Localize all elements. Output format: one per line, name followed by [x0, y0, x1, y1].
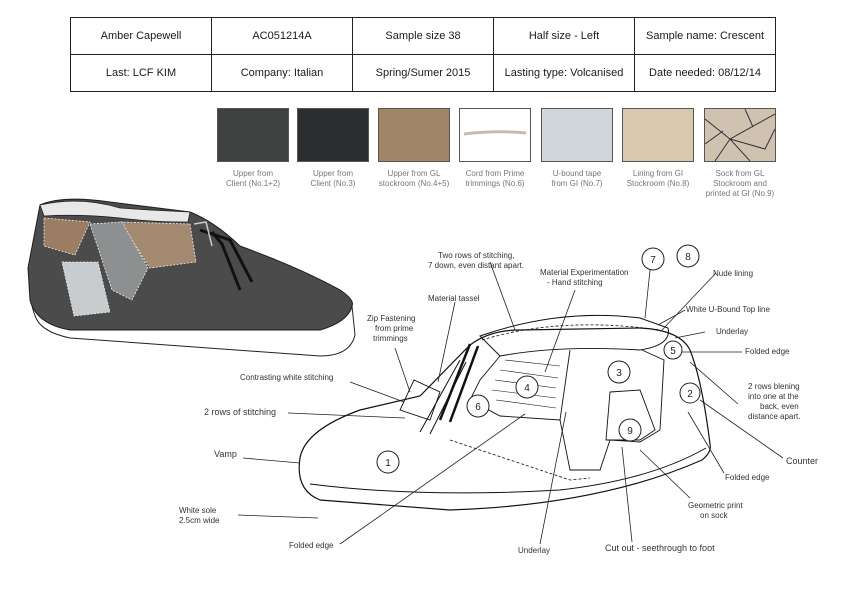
half-size-cell: Half size - Left: [493, 17, 635, 55]
label-geometric-print: on sock: [700, 511, 729, 520]
label-material-experimentation: - Hand stitching: [547, 278, 603, 287]
caption-line: Client (No.1+2): [225, 179, 281, 188]
sample-name-cell: Sample name: Crescent: [634, 17, 776, 55]
caption-line: from GI (No.7): [551, 179, 603, 188]
label-underlay-top: Underlay: [716, 327, 748, 336]
label-sole: White sole: [179, 506, 217, 515]
cord-icon: [463, 130, 527, 136]
label-two-rows-side: 2 rows of stitching: [204, 407, 276, 417]
label-folded-edge-bottom: Folded edge: [289, 541, 334, 550]
part-number: 5: [670, 346, 676, 357]
part-number: 1: [385, 458, 391, 469]
caption-line: Lining from GI: [632, 169, 684, 178]
label-back-rows: back, even: [760, 402, 799, 411]
swatch-caption: Upper from GL stockroom (No.4+5): [369, 169, 459, 189]
part-number: 3: [616, 368, 622, 379]
reference-code-cell: AC051214A: [211, 17, 353, 55]
spec-row: Amber Capewell AC051214A Sample size 38 …: [70, 17, 776, 55]
label-cutout: Cut out - seethrough to foot: [605, 543, 715, 553]
caption-line: Sock from GL: [715, 169, 765, 178]
caption-line: printed at GI (No.9): [705, 189, 775, 198]
geometric-sock-swatch: [704, 108, 776, 162]
lasting-type-cell: Lasting type: Volcanised: [493, 54, 635, 92]
caption-line: Client (No.3): [310, 179, 356, 188]
black-leather-swatch: [297, 108, 369, 162]
label-geometric-print: Geometric print: [688, 501, 743, 510]
caption-line: stockroom (No.4+5): [378, 179, 450, 188]
geometric-print-icon: [704, 108, 776, 162]
label-back-rows: distance apart.: [748, 412, 800, 421]
caption-line: Upper from: [312, 169, 353, 178]
label-two-rows-top: 7 down, even distant apart.: [428, 261, 524, 270]
label-counter: Counter: [786, 456, 818, 466]
label-sole: 2.5cm wide: [179, 516, 220, 525]
swatch-caption: Sock from GL Stockroom and printed at GI…: [695, 169, 785, 199]
label-two-rows-top: Two rows of stitching,: [438, 251, 514, 260]
lining-swatch: [622, 108, 694, 162]
swatch-caption: Cord from Prime trimmings (No.6): [450, 169, 540, 189]
label-zip: from prime: [375, 324, 414, 333]
part-number: 7: [650, 255, 656, 266]
caption-line: Upper from: [232, 169, 273, 178]
date-needed-cell: Date needed: 08/12/14: [634, 54, 776, 92]
tan-leather-swatch: [378, 108, 450, 162]
part-number: 9: [627, 426, 633, 437]
label-folded-edge-top: Folded edge: [745, 347, 790, 356]
tape-swatch: [541, 108, 613, 162]
company-cell: Company: Italian: [211, 54, 353, 92]
label-back-rows: 2 rows blening: [748, 382, 800, 391]
label-back-rows: into one at the: [748, 392, 799, 401]
caption-line: Upper from GL: [387, 169, 441, 178]
part-number: 6: [475, 402, 481, 413]
swatch-caption: U-bound tape from GI (No.7): [532, 169, 622, 189]
annotation-labels: Two rows of stitching, 7 down, even dist…: [179, 251, 818, 555]
label-zip: Zip Fastening: [367, 314, 415, 323]
swatch-caption: Lining from GI Stockroom (No.8): [613, 169, 703, 189]
leader-lines: [237, 261, 784, 545]
shoe-line-drawing: [298, 314, 711, 511]
shoe-colour-render: [27, 198, 356, 357]
label-folded-edge-right: Folded edge: [725, 473, 770, 482]
spec-row: Last: LCF KIM Company: Italian Spring/Su…: [70, 54, 776, 92]
designer-name-cell: Amber Capewell: [70, 17, 212, 55]
part-number: 2: [687, 389, 693, 400]
label-material-experimentation: Material Experimentation: [540, 268, 628, 277]
dark-leather-swatch: [217, 108, 289, 162]
swatch-caption: Upper from Client (No.3): [288, 169, 378, 189]
label-zip: trimmings: [373, 334, 408, 343]
label-nude-lining: Nude lining: [713, 269, 753, 278]
label-contrasting-stitching: Contrasting white stitching: [240, 373, 333, 382]
part-number: 4: [524, 383, 530, 394]
caption-line: Stockroom (No.8): [626, 179, 690, 188]
caption-line: trimmings (No.6): [465, 179, 525, 188]
part-numbers: 1 2 3 4 5 6 7 8 9: [376, 244, 701, 474]
season-cell: Spring/Sumer 2015: [352, 54, 494, 92]
part-number: 8: [685, 252, 691, 263]
caption-line: U-bound tape: [552, 169, 602, 178]
label-vamp: Vamp: [214, 449, 237, 459]
swatch-caption: Upper from Client (No.1+2): [208, 169, 298, 189]
cord-swatch: [459, 108, 531, 162]
caption-line: Cord from Prime: [465, 169, 525, 178]
label-underlay-bottom: Underlay: [518, 546, 550, 555]
label-ubound-top-line: White U-Bound Top line: [686, 305, 770, 314]
spec-table: Amber Capewell AC051214A Sample size 38 …: [70, 17, 776, 92]
label-material-tassel: Material tassel: [428, 294, 480, 303]
caption-line: Stockroom and: [713, 179, 767, 188]
